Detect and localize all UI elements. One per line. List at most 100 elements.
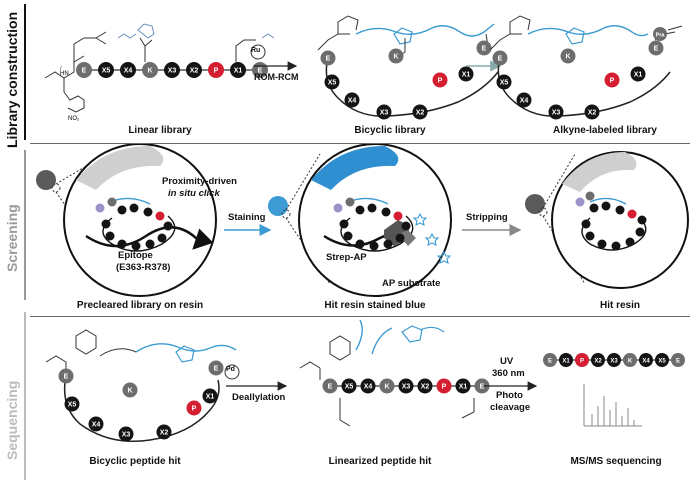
residue-bead: [436, 378, 452, 394]
residue-bead: [432, 72, 448, 88]
precleared-resin-panel: [36, 144, 217, 297]
residue-label: X1: [562, 359, 570, 365]
uv-wavelength-label: 360 nm: [492, 368, 525, 379]
residue-bead: [186, 400, 202, 416]
residue-label: P: [214, 68, 219, 75]
residue-label: X3: [168, 68, 177, 75]
residue-bead: [345, 197, 355, 207]
residue-bead: [117, 239, 127, 249]
panel1-beads: [95, 197, 173, 251]
residue-label: K: [384, 384, 389, 391]
caption-bicyclic-hit: Bicyclic peptide hit: [89, 456, 181, 467]
residue-bead: [401, 221, 411, 231]
residue-bead: [208, 62, 224, 78]
residue-bead: [639, 353, 653, 367]
caption-hit-blue: Hit resin stained blue: [324, 300, 426, 311]
residue-bead: [202, 388, 218, 404]
residue-bead: [615, 205, 625, 215]
residue-label: X3: [122, 432, 131, 439]
residue-label: P: [580, 359, 584, 365]
residue-bead: [581, 219, 591, 229]
residue-label: X3: [610, 359, 618, 365]
residue-label: X4: [364, 384, 373, 391]
residue-label: E: [482, 46, 487, 53]
residue-bead: [131, 241, 141, 251]
residue-bead: [601, 201, 611, 211]
residue-bead: [575, 197, 585, 207]
residue-label: E: [654, 46, 659, 53]
residue-bead: [474, 378, 490, 394]
caption-linear-library: Linear library: [128, 125, 192, 136]
residue-label: X5: [500, 80, 509, 87]
residue-label: P: [192, 406, 197, 413]
residue-bead: [548, 104, 564, 120]
residue-bead: [516, 92, 532, 108]
residue-bead: [455, 378, 471, 394]
residue-label: X1: [634, 72, 643, 79]
residue-bead: [584, 104, 600, 120]
rom-rcm-label: ROM-RCM: [254, 72, 299, 82]
residue-bead: [143, 207, 153, 217]
residue-bead: [344, 92, 360, 108]
residue-label: K: [147, 68, 152, 75]
residue-bead: [398, 378, 414, 394]
uv-label: UV: [500, 356, 514, 367]
svg-text:HN: HN: [60, 71, 69, 77]
residue-label: X3: [402, 384, 411, 391]
residue-bead: [88, 416, 104, 432]
residue-bead: [496, 74, 512, 90]
residue-label: X2: [416, 110, 425, 117]
residue-bead: [341, 378, 357, 394]
residue-bead: [383, 239, 393, 249]
hit-resin-panel: [525, 151, 689, 289]
proximity-label-line1: Proximity-driven: [162, 176, 237, 187]
residue-bead: [379, 378, 395, 394]
residue-bead: [630, 66, 646, 82]
residue-bead: [324, 74, 340, 90]
residue-bead: [76, 62, 92, 78]
caption-precleared: Precleared library on resin: [76, 300, 204, 311]
residue-bead: [560, 48, 576, 64]
residue-label: K: [565, 54, 570, 61]
residue-label: K: [393, 54, 398, 61]
residue-bead: [98, 62, 114, 78]
proximity-label-line2: in situ click: [168, 188, 220, 199]
residue-bead: [543, 353, 557, 367]
residue-label: X1: [206, 394, 215, 401]
residue-bead: [117, 205, 127, 215]
residue-bead: [575, 353, 589, 367]
ms-spectrum: [583, 384, 642, 427]
residue-label: P: [442, 384, 447, 391]
bicyclic-hit-structure: [45, 329, 237, 443]
residue-bead: [393, 211, 403, 221]
caption-hit-resin: Hit resin: [599, 300, 640, 311]
residue-bead: [627, 209, 637, 219]
residue-bead: [381, 207, 391, 217]
residue-label: X2: [588, 110, 597, 117]
residue-label: X2: [594, 359, 602, 365]
residue-bead: [635, 227, 645, 237]
residue-label: E: [480, 384, 485, 391]
residue-bead: [333, 203, 343, 213]
residue-bead: [157, 233, 167, 243]
residue-bead: [492, 50, 508, 66]
residue-bead: [604, 72, 620, 88]
residue-label: X5: [328, 80, 337, 87]
stained-resin-panel: [268, 144, 452, 297]
residue-label: X1: [234, 68, 243, 75]
residue-bead: [369, 241, 379, 251]
residue-bead: [412, 104, 428, 120]
residue-label: X1: [462, 72, 471, 79]
residue-bead: [559, 353, 573, 367]
residue-bead: [591, 353, 605, 367]
residue-label: Pra: [656, 33, 666, 39]
panel2-beads: [333, 197, 411, 251]
residue-bead: [585, 191, 595, 201]
residue-bead: [64, 396, 80, 412]
residue-label: E: [328, 384, 333, 391]
residue-bead: [122, 382, 138, 398]
